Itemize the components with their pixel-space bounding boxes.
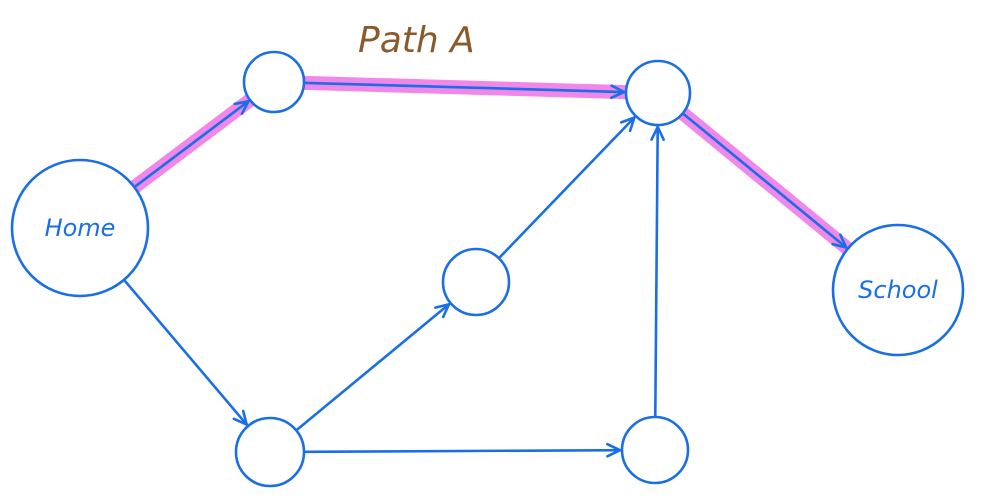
- edge-top-left-to-top-right: [304, 81, 626, 100]
- edge-home-to-bottom-left: [123, 280, 249, 426]
- node-circle: [10, 158, 150, 298]
- node-circle: [620, 415, 690, 485]
- edge-line: [134, 99, 250, 188]
- edge-bottom-left-to-middle: [296, 302, 451, 431]
- edge-top-right-to-school: [682, 113, 848, 249]
- edge-home-to-top-left: [134, 99, 250, 188]
- node-circle: [831, 223, 965, 357]
- edge-line: [123, 280, 249, 426]
- edge-line: [296, 302, 451, 431]
- node-circle: [441, 247, 511, 317]
- node-bottom-right: [620, 415, 690, 485]
- edge-line: [498, 116, 636, 259]
- node-circle: [242, 50, 306, 114]
- edge-bottom-right-to-top-right: [650, 125, 665, 417]
- node-label-home: Home: [45, 214, 116, 242]
- node-school: School: [831, 223, 965, 357]
- edge-line: [682, 113, 848, 249]
- node-top-left: [242, 50, 306, 114]
- arrowhead-icon: [619, 116, 636, 133]
- node-bottom-left: [234, 416, 306, 488]
- arrowhead-icon: [831, 233, 848, 249]
- node-label-school: School: [858, 276, 938, 304]
- node-top-right: [624, 59, 692, 127]
- edge-line: [304, 448, 622, 454]
- edge-middle-to-top-right: [498, 116, 636, 259]
- node-middle: [441, 247, 511, 317]
- edge-bottom-left-to-bottom-right: [304, 442, 622, 458]
- arrowhead-icon: [233, 99, 250, 115]
- node-circle: [234, 416, 306, 488]
- arrowhead-icon: [650, 125, 665, 141]
- path-a-label: Path A: [358, 20, 475, 61]
- arrowhead-icon: [232, 409, 249, 426]
- edge-layer: [123, 81, 848, 458]
- node-circle: [624, 59, 692, 127]
- arrowhead-icon: [434, 302, 451, 319]
- edge-line: [653, 125, 660, 417]
- edge-line: [304, 81, 626, 94]
- node-home: Home: [10, 158, 150, 298]
- arrowhead-icon: [609, 84, 626, 100]
- arrowhead-icon: [606, 442, 622, 458]
